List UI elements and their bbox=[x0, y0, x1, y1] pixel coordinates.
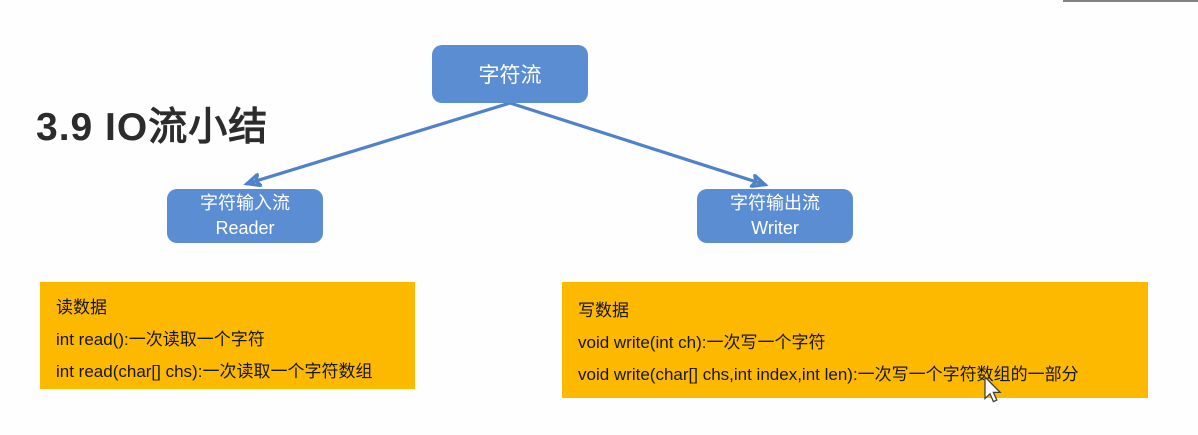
node-char-stream: 字符流 bbox=[432, 45, 588, 103]
node-reader-label-en: Reader bbox=[215, 218, 275, 238]
note-read-heading: 读数据 bbox=[56, 298, 107, 317]
connector-to-reader bbox=[246, 101, 511, 184]
node-char-stream-label: 字符流 bbox=[478, 64, 542, 87]
node-reader-label-cn: 字符输入流 bbox=[200, 193, 290, 213]
node-writer-label-cn: 字符输出流 bbox=[730, 193, 820, 213]
page-title: 3.9 IO流小结 bbox=[36, 106, 269, 149]
node-writer: 字符输出流 Writer bbox=[697, 189, 853, 243]
top-edge-artifact bbox=[1063, 0, 1198, 2]
note-read-line-2: int read(char[] chs):一次读取一个字符数组 bbox=[56, 362, 373, 381]
note-write-data: 写数据 void write(int ch):一次写一个字符 void writ… bbox=[562, 282, 1148, 398]
connector-to-writer bbox=[509, 101, 766, 185]
note-read-line-1: int read():一次读取一个字符 bbox=[56, 330, 265, 349]
node-reader: 字符输入流 Reader bbox=[167, 189, 323, 243]
node-writer-label-en: Writer bbox=[751, 218, 799, 238]
note-write-heading: 写数据 bbox=[578, 301, 629, 320]
note-write-line-1: void write(int ch):一次写一个字符 bbox=[578, 333, 826, 352]
note-read-data: 读数据 int read():一次读取一个字符 int read(char[] … bbox=[40, 282, 415, 389]
note-write-line-2: void write(char[] chs,int index,int len)… bbox=[578, 365, 1079, 384]
